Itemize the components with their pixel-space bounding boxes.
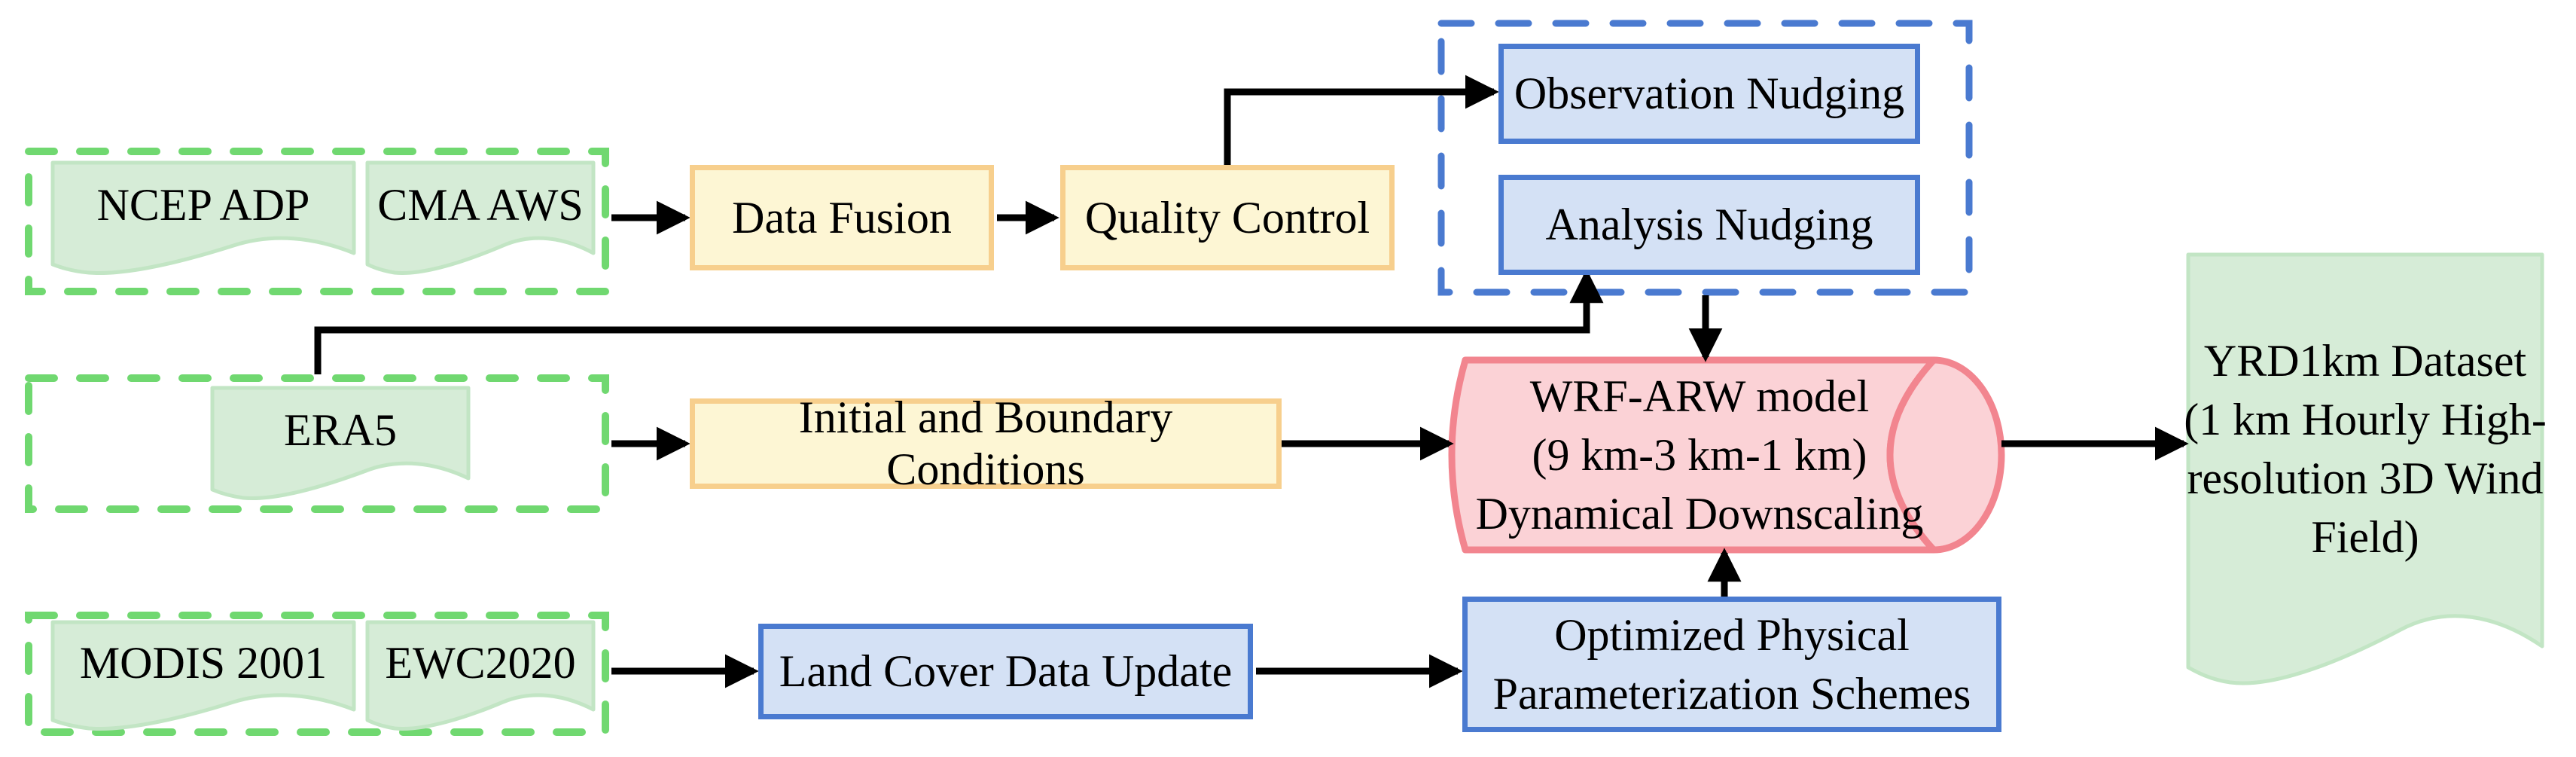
yrd-dataset-line1: YRD1km Dataset: [2203, 336, 2527, 386]
nudging-group-frame: [1437, 20, 1973, 296]
modis-doc-shape: [50, 620, 356, 731]
yrd-dataset-doc-shape: [2186, 252, 2544, 685]
modis-label: MODIS 2001: [79, 637, 328, 688]
wrf-model-cylinder: [1448, 356, 2005, 554]
yrd-dataset-line4: Field): [2311, 512, 2419, 562]
optimized-physics-box: Optimized Physical Parameterization Sche…: [1462, 597, 2001, 732]
land-cover-data-update-box: Land Cover Data Update: [758, 624, 1253, 719]
data-fusion-box: Data Fusion: [690, 165, 994, 270]
wrf-model-label: WRF-ARW model (9 km-3 km-1 km) Dynamical…: [1468, 367, 1931, 543]
optimized-physics-line2: Parameterization Schemes: [1492, 669, 1971, 719]
era5-doc-shape: [210, 386, 471, 500]
cma-aws-label: CMA AWS: [377, 179, 584, 230]
yrd-dataset-line2: (1 km Hourly High-: [2184, 395, 2547, 444]
ncep-adp-doc-shape: [50, 160, 356, 275]
observation-nudging-box: Observation Nudging: [1498, 44, 1920, 144]
landcover-sources-group-frame: [25, 612, 609, 736]
wrf-model-line2: (9 km-3 km-1 km): [1532, 430, 1867, 480]
yrd-dataset-label: YRD1km Dataset (1 km Hourly High- resolu…: [2184, 331, 2547, 566]
yrd-dataset-line3: resolution 3D Wind: [2187, 453, 2544, 503]
ncep-adp-label: NCEP ADP: [96, 179, 310, 230]
era5-label: ERA5: [284, 404, 397, 455]
quality-control-box: Quality Control: [1060, 165, 1395, 270]
arrow-quality-control-to-observation-nudging: [1224, 75, 1499, 165]
ewc-doc-shape: [365, 620, 596, 731]
initial-boundary-conditions-box: Initial and Boundary Conditions: [690, 392, 1282, 494]
arrow-era5-to-analysis-nudging: [314, 269, 1604, 374]
era5-source-group-frame: [25, 374, 609, 513]
analysis-nudging-box: Analysis Nudging: [1498, 175, 1920, 275]
wrf-model-line1: WRF-ARW model: [1529, 371, 1870, 421]
ewc-label: EWC2020: [385, 637, 576, 688]
cma-aws-doc-shape: [365, 160, 596, 275]
optimized-physics-line1: Optimized Physical: [1554, 610, 1910, 660]
wrf-model-line3: Dynamical Downscaling: [1475, 489, 1924, 539]
